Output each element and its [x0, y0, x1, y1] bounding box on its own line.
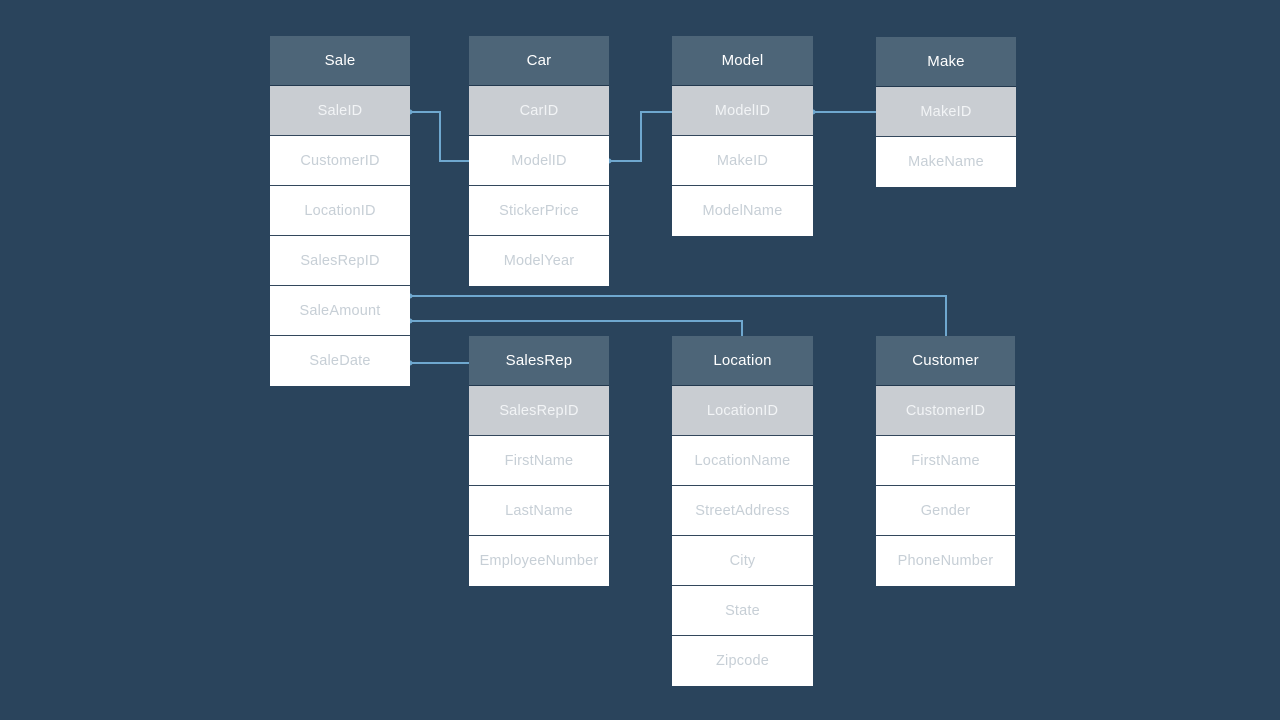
field-customer-gender[interactable]: Gender: [876, 486, 1015, 536]
field-model-modelname[interactable]: ModelName: [672, 186, 813, 236]
primary-key-field-location-locationid[interactable]: LocationID: [672, 386, 813, 436]
field-car-modelyear[interactable]: ModelYear: [469, 236, 609, 286]
field-sale-customerid[interactable]: CustomerID: [270, 136, 410, 186]
field-salesrep-lastname[interactable]: LastName: [469, 486, 609, 536]
field-location-streetaddress[interactable]: StreetAddress: [672, 486, 813, 536]
field-customer-phonenumber[interactable]: PhoneNumber: [876, 536, 1015, 586]
entity-title-sale: Sale: [270, 36, 410, 86]
relationship-line-sale-car: [410, 111, 470, 162]
field-sale-salesrepid[interactable]: SalesRepID: [270, 236, 410, 286]
field-sale-saledate[interactable]: SaleDate: [270, 336, 410, 386]
entity-title-customer: Customer: [876, 336, 1015, 386]
primary-key-field-salesrep-salesrepid[interactable]: SalesRepID: [469, 386, 609, 436]
field-salesrep-employeenumber[interactable]: EmployeeNumber: [469, 536, 609, 586]
field-location-city[interactable]: City: [672, 536, 813, 586]
primary-key-field-make-makeid[interactable]: MakeID: [876, 87, 1016, 137]
primary-key-field-sale-saleid[interactable]: SaleID: [270, 86, 410, 136]
entity-title-model: Model: [672, 36, 813, 86]
field-sale-locationid[interactable]: LocationID: [270, 186, 410, 236]
entity-title-salesrep: SalesRep: [469, 336, 609, 386]
field-salesrep-firstname[interactable]: FirstName: [469, 436, 609, 486]
primary-key-field-car-carid[interactable]: CarID: [469, 86, 609, 136]
field-car-stickerprice[interactable]: StickerPrice: [469, 186, 609, 236]
primary-key-field-model-modelid[interactable]: ModelID: [672, 86, 813, 136]
field-sale-saleamount[interactable]: SaleAmount: [270, 286, 410, 336]
field-location-locationname[interactable]: LocationName: [672, 436, 813, 486]
relationship-line-sale-location: [410, 320, 743, 336]
relationship-line-car-model: [609, 111, 672, 162]
field-location-zipcode[interactable]: Zipcode: [672, 636, 813, 686]
entity-title-make: Make: [876, 37, 1016, 87]
field-make-makename[interactable]: MakeName: [876, 137, 1016, 187]
entity-title-car: Car: [469, 36, 609, 86]
field-model-makeid[interactable]: MakeID: [672, 136, 813, 186]
field-customer-firstname[interactable]: FirstName: [876, 436, 1015, 486]
primary-key-field-customer-customerid[interactable]: CustomerID: [876, 386, 1015, 436]
field-location-state[interactable]: State: [672, 586, 813, 636]
entity-title-location: Location: [672, 336, 813, 386]
field-car-modelid[interactable]: ModelID: [469, 136, 609, 186]
relationship-line-sale-customer: [410, 295, 947, 336]
